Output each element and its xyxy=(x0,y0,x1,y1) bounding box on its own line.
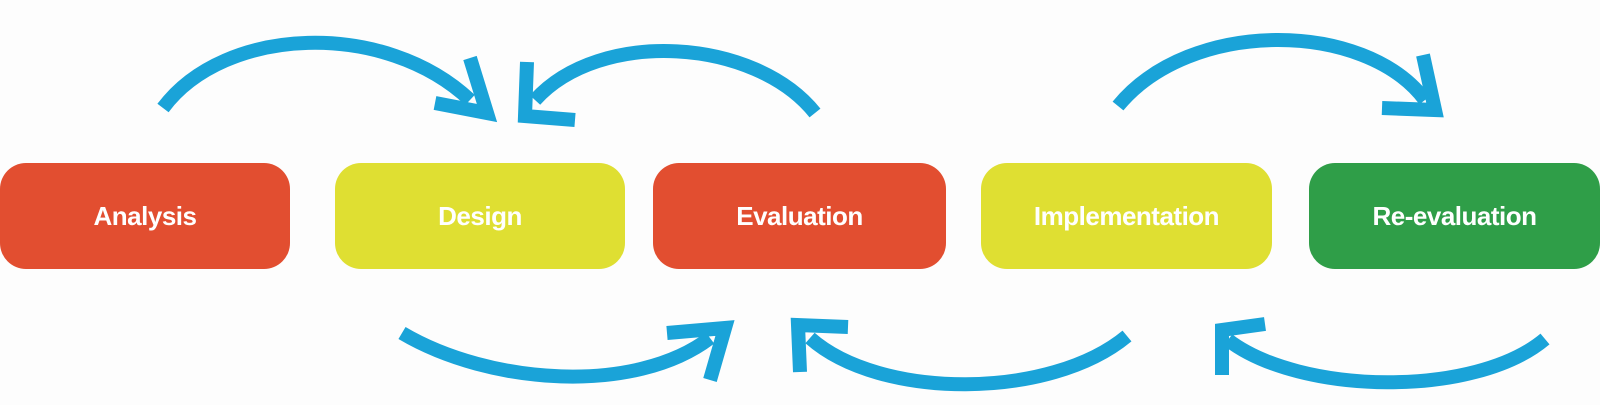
stage-re-evaluation: Re-evaluation xyxy=(1309,163,1600,269)
arrow-analysis-to-design xyxy=(157,35,498,123)
stage-label-implementation: Implementation xyxy=(1033,200,1220,231)
arrow-implementation-to-evaluation xyxy=(790,317,1132,392)
stage-design: Design xyxy=(335,163,625,269)
arrow-implementation-to-re-evaluation xyxy=(1112,33,1444,118)
stage-evaluation: Evaluation xyxy=(653,163,946,269)
stage-label-analysis: Analysis xyxy=(93,200,197,231)
arrow-re-evaluation-to-implementation xyxy=(1215,317,1550,390)
arrow-design-to-evaluation xyxy=(398,320,735,384)
stage-analysis: Analysis xyxy=(0,163,290,269)
stage-label-re-evaluation: Re-evaluation xyxy=(1372,200,1538,231)
arrow-evaluation-to-design xyxy=(517,44,821,127)
stage-label-design: Design xyxy=(438,200,522,231)
stage-label-evaluation: Evaluation xyxy=(736,200,863,231)
stage-implementation: Implementation xyxy=(981,163,1272,269)
